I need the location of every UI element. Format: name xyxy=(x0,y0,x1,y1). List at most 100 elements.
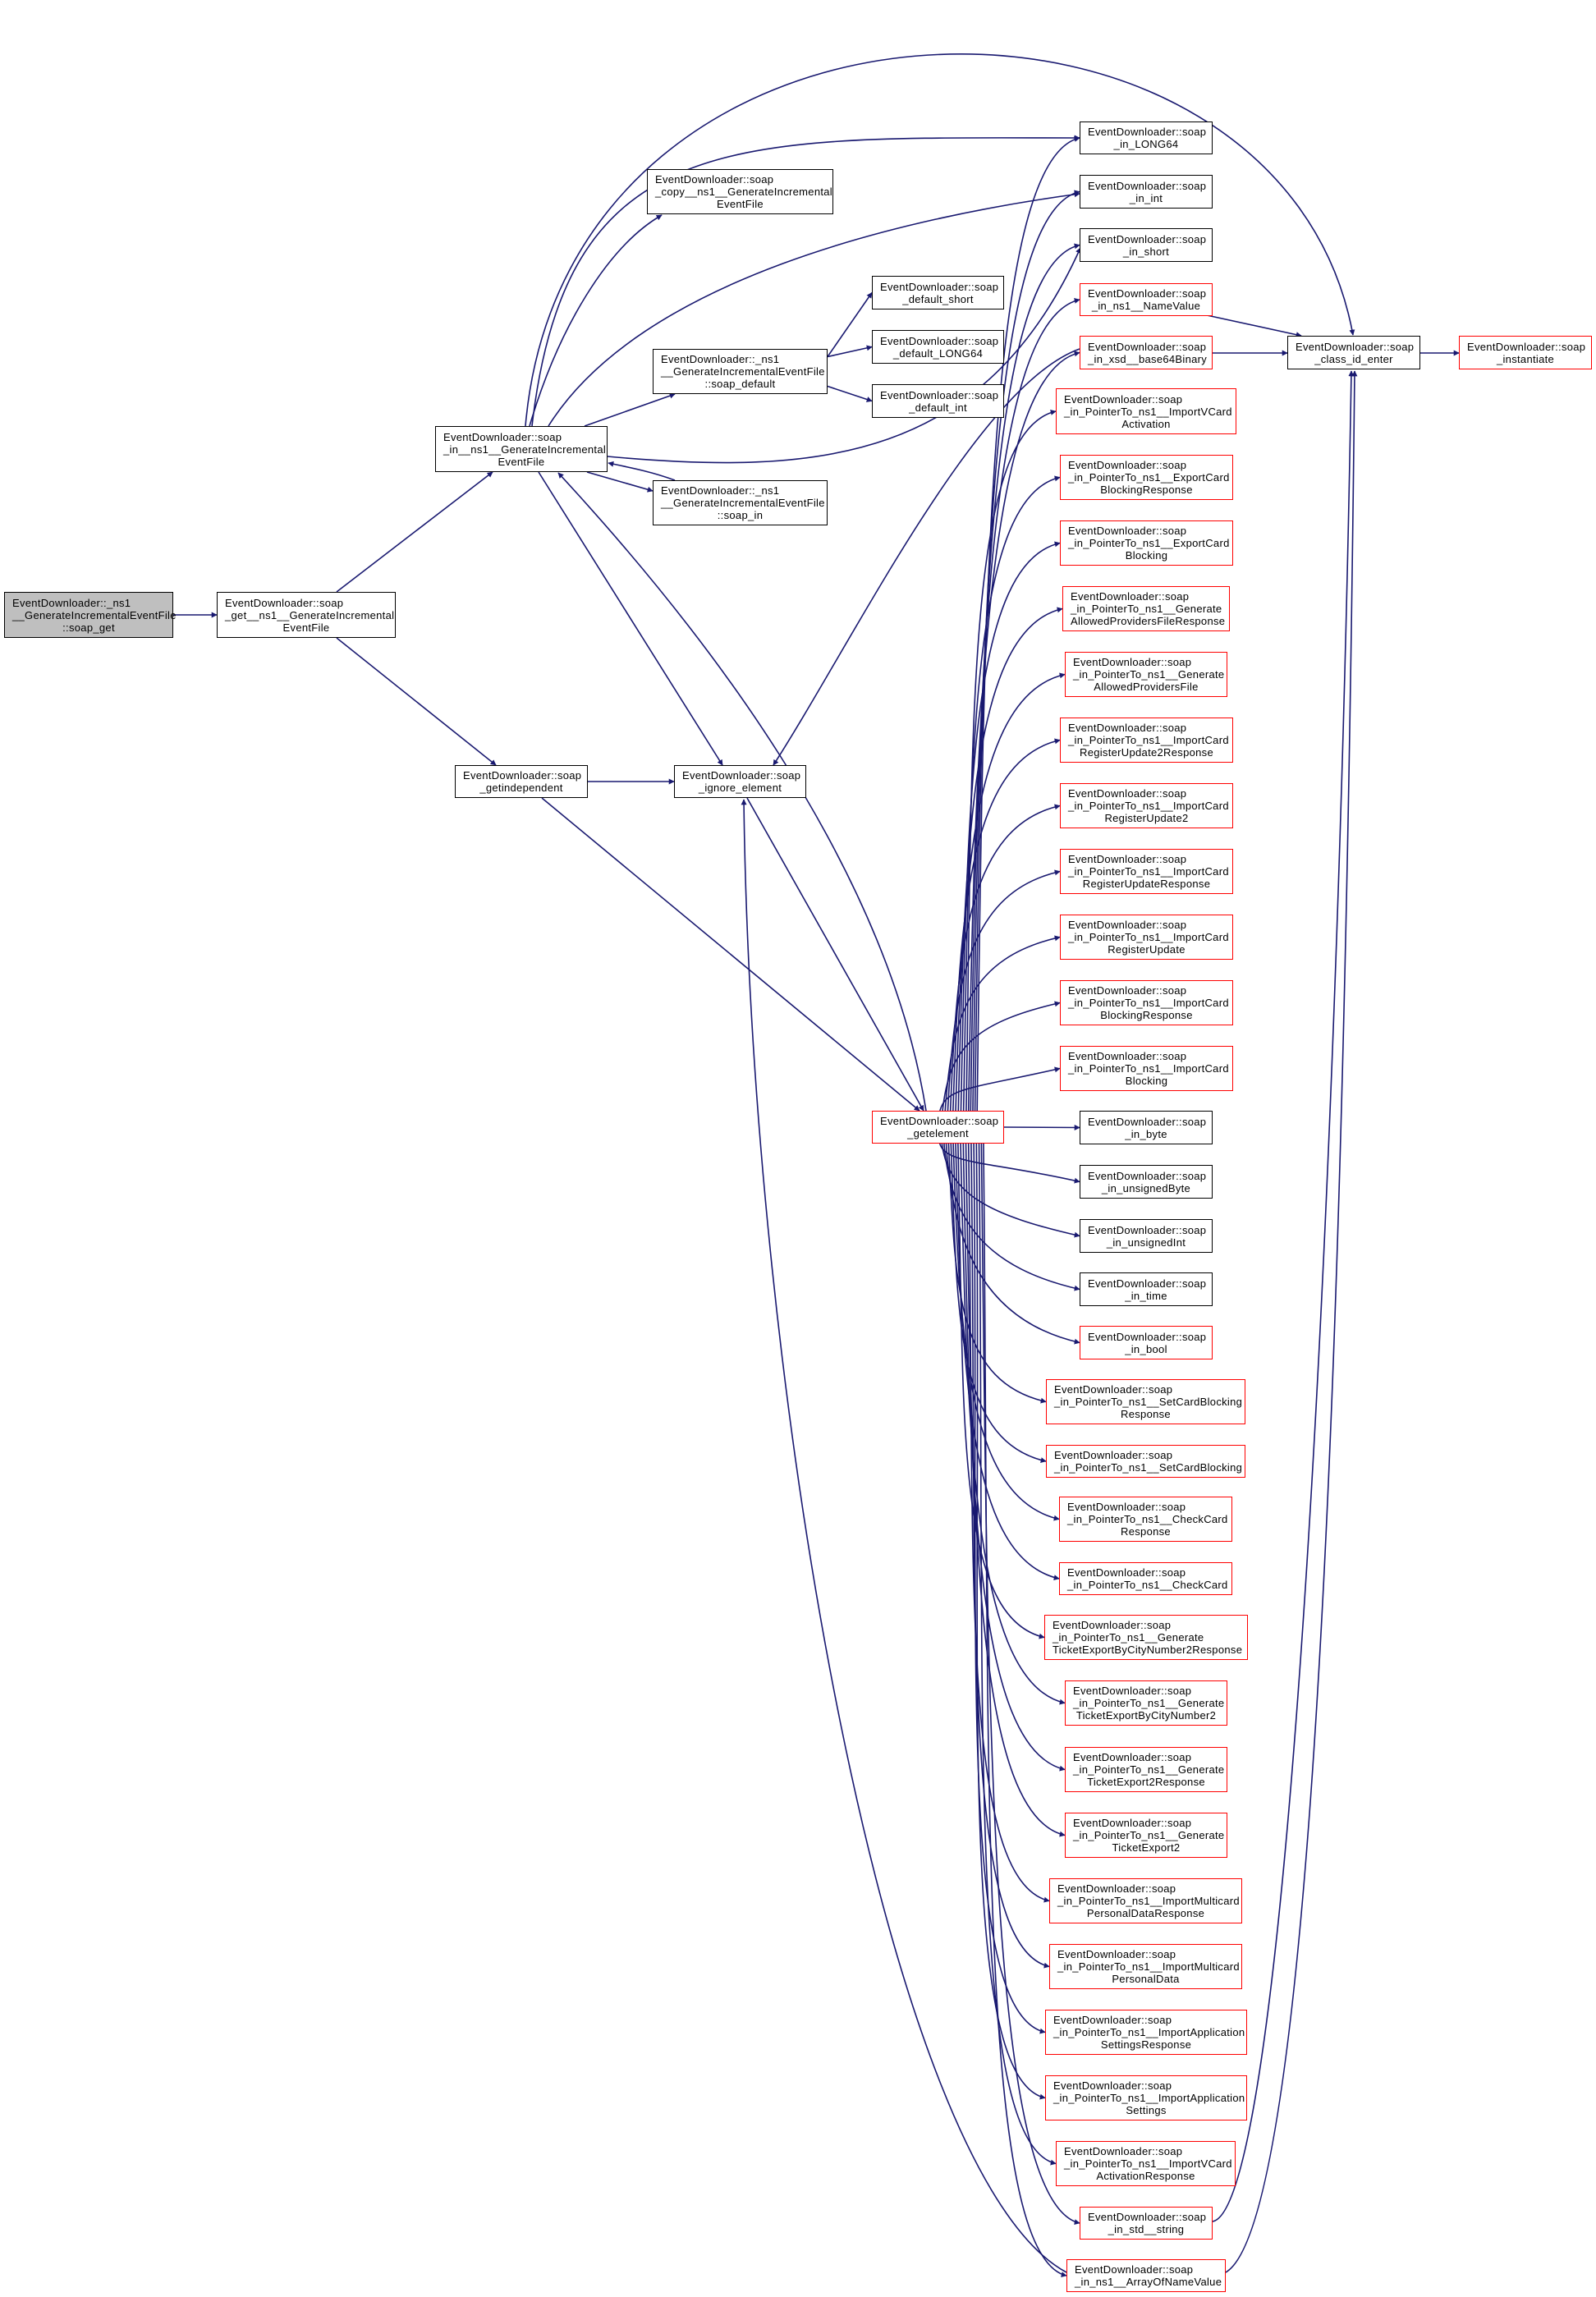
graph-node-arr[interactable]: EventDownloader::soap_in_ns1__ArrayOfNam… xyxy=(1066,2259,1226,2292)
node-label-line: EventDownloader::soap xyxy=(1088,2211,1207,2223)
graph-node-byte[interactable]: EventDownloader::soap_in_byte xyxy=(1080,1111,1213,1144)
node-label-line: _in_PointerTo_ns1__ImportMulticard xyxy=(1057,1895,1240,1907)
node-label-line: EventDownloader::soap xyxy=(443,430,562,443)
node-label-line: AllowedProvidersFileResponse xyxy=(1071,615,1226,627)
node-label-line: _in_PointerTo_ns1__ImportCard xyxy=(1068,931,1229,943)
graph-node-int[interactable]: EventDownloader::soap_in_int xyxy=(1080,175,1213,209)
graph-node-icbr[interactable]: EventDownloader::soap_in_PointerTo_ns1__… xyxy=(1060,980,1233,1025)
graph-node-nsin[interactable]: EventDownloader::_ns1__GenerateIncrement… xyxy=(653,480,828,525)
graph-node-ecbr[interactable]: EventDownloader::soap_in_PointerTo_ns1__… xyxy=(1060,455,1233,500)
graph-node-gapfr[interactable]: EventDownloader::soap_in_PointerTo_ns1__… xyxy=(1062,586,1230,631)
graph-node-tebr[interactable]: EventDownloader::soap_in_PointerTo_ns1__… xyxy=(1044,1615,1248,1660)
node-label-line: Response xyxy=(1121,1525,1171,1538)
node-label-line: EventDownloader::soap xyxy=(1068,919,1187,931)
node-label-line: EventDownloader::soap xyxy=(1068,853,1187,865)
node-label-line: EventDownloader::soap xyxy=(1068,1050,1187,1062)
node-label-line: _in_byte xyxy=(1125,1127,1167,1140)
node-label-line: _in_PointerTo_ns1__ImportCard xyxy=(1068,734,1229,746)
edge-get-to-in_gief xyxy=(336,471,493,593)
graph-node-cid[interactable]: EventDownloader::soap_class_id_enter xyxy=(1287,336,1420,369)
graph-node-mpd[interactable]: EventDownloader::soap_in_PointerTo_ns1__… xyxy=(1049,1944,1242,1989)
edge-getel-to-mpd xyxy=(970,1143,1050,1969)
edge-indep-to-getel xyxy=(541,797,920,1112)
graph-node-scb[interactable]: EventDownloader::soap_in_PointerTo_ns1__… xyxy=(1046,1445,1245,1478)
node-label-line: EventDownloader::soap xyxy=(1053,1619,1172,1631)
graph-node-inst[interactable]: EventDownloader::soap_instantiate xyxy=(1459,336,1592,369)
node-label-line: TicketExportByCityNumber2 xyxy=(1075,1709,1217,1722)
graph-node-in_gief[interactable]: EventDownloader::soap_in__ns1__GenerateI… xyxy=(435,426,608,472)
node-label-line: EventDownloader::soap xyxy=(1088,126,1207,138)
graph-node-copy[interactable]: EventDownloader::soap_copy__ns1__Generat… xyxy=(647,169,833,214)
edge-str-to-cid xyxy=(1212,370,1355,2222)
graph-node-dint[interactable]: EventDownloader::soap_default_int xyxy=(872,384,1004,418)
node-label-line: EventDownloader::soap xyxy=(1088,179,1207,192)
graph-node-str[interactable]: EventDownloader::soap_in_std__string xyxy=(1080,2207,1213,2240)
edge-getel-to-ias xyxy=(975,1143,1046,2100)
graph-node-ccr[interactable]: EventDownloader::soap_in_PointerTo_ns1__… xyxy=(1059,1497,1232,1542)
graph-node-ru[interactable]: EventDownloader::soap_in_PointerTo_ns1__… xyxy=(1060,915,1233,960)
graph-node-long64[interactable]: EventDownloader::soap_in_LONG64 xyxy=(1080,121,1213,154)
graph-node-uint[interactable]: EventDownloader::soap_in_unsignedInt xyxy=(1080,1219,1213,1253)
graph-node-iasr[interactable]: EventDownloader::soap_in_PointerTo_ns1__… xyxy=(1045,2010,1247,2055)
node-label-line: EventDownloader::soap xyxy=(1088,232,1207,245)
graph-node-namevalue[interactable]: EventDownloader::soap_in_ns1__NameValue xyxy=(1080,283,1213,316)
graph-node-dlong[interactable]: EventDownloader::soap_default_LONG64 xyxy=(872,330,1004,364)
graph-node-icb[interactable]: EventDownloader::soap_in_PointerTo_ns1__… xyxy=(1060,1046,1233,1091)
node-label-line: _in_short xyxy=(1122,245,1170,258)
graph-node-te2[interactable]: EventDownloader::soap_in_PointerTo_ns1__… xyxy=(1065,1813,1227,1858)
graph-node-te2r[interactable]: EventDownloader::soap_in_PointerTo_ns1__… xyxy=(1065,1747,1227,1792)
node-label-line: _in_PointerTo_ns1__ImportCard xyxy=(1068,997,1229,1009)
graph-node-root[interactable]: EventDownloader::_ns1__GenerateIncrement… xyxy=(4,592,176,638)
node-label-line: ::soap_get xyxy=(62,621,115,634)
graph-node-base64[interactable]: EventDownloader::soap_in_xsd__base64Bina… xyxy=(1080,336,1213,369)
node-label-line: _in_unsignedByte xyxy=(1101,1181,1191,1194)
graph-node-get[interactable]: EventDownloader::soap_get__ns1__Generate… xyxy=(217,592,396,638)
edge-in_gief-to-int xyxy=(548,191,1080,427)
edge-getel-to-ru xyxy=(944,935,1061,1112)
graph-node-cc[interactable]: EventDownloader::soap_in_PointerTo_ns1__… xyxy=(1059,1562,1232,1595)
graph-node-short[interactable]: EventDownloader::soap_in_short xyxy=(1080,228,1213,262)
edge-arr-to-ignore xyxy=(741,799,1067,2273)
graph-node-ubyte[interactable]: EventDownloader::soap_in_unsignedByte xyxy=(1080,1165,1213,1199)
node-label-line: EventDownloader::soap xyxy=(1068,787,1187,800)
graph-node-time[interactable]: EventDownloader::soap_in_time xyxy=(1080,1272,1213,1306)
node-label-line: RegisterUpdate xyxy=(1108,943,1186,956)
node-label-line: _ignore_element xyxy=(698,782,782,794)
node-label-line: EventDownloader::soap xyxy=(1088,1169,1207,1182)
node-label-line: BlockingResponse xyxy=(1100,484,1193,496)
graph-node-indep[interactable]: EventDownloader::soap_getindependent xyxy=(455,765,588,798)
node-label-line: _in_PointerTo_ns1__ImportCard xyxy=(1068,865,1229,878)
node-label-line: _in_time xyxy=(1125,1289,1167,1302)
graph-node-rur[interactable]: EventDownloader::soap_in_PointerTo_ns1__… xyxy=(1060,849,1233,894)
node-label-line: _in_PointerTo_ns1__SetCardBlocking xyxy=(1054,1461,1243,1474)
graph-node-mpdr[interactable]: EventDownloader::soap_in_PointerTo_ns1__… xyxy=(1049,1878,1242,1923)
graph-node-ecb[interactable]: EventDownloader::soap_in_PointerTo_ns1__… xyxy=(1060,520,1233,566)
graph-node-dshort[interactable]: EventDownloader::soap_default_short xyxy=(872,276,1004,309)
graph-node-ias[interactable]: EventDownloader::soap_in_PointerTo_ns1__… xyxy=(1045,2075,1247,2120)
graph-node-ru2[interactable]: EventDownloader::soap_in_PointerTo_ns1__… xyxy=(1060,783,1233,828)
graph-node-ignore[interactable]: EventDownloader::soap_ignore_element xyxy=(674,765,806,798)
node-label-line: EventDownloader::soap xyxy=(1053,2014,1172,2026)
node-label-line: EventDownloader::soap xyxy=(463,769,582,782)
graph-node-default[interactable]: EventDownloader::_ns1__GenerateIncrement… xyxy=(653,349,828,394)
node-label-line: EventDownloader::soap xyxy=(1053,2079,1172,2092)
graph-node-vcard[interactable]: EventDownloader::soap_in_PointerTo_ns1__… xyxy=(1056,388,1236,434)
node-label-line: _in_PointerTo_ns1__Generate xyxy=(1073,1829,1225,1841)
node-label-line: EventDownloader::soap xyxy=(1071,590,1190,603)
node-label-line: EventDownloader::soap xyxy=(1467,340,1586,353)
edge-getel-to-icbr xyxy=(942,1001,1061,1112)
graph-node-bool[interactable]: EventDownloader::soap_in_bool xyxy=(1080,1326,1213,1359)
node-label-line: _in_PointerTo_ns1__ImportCard xyxy=(1068,1062,1229,1075)
node-label-line: ::soap_in xyxy=(717,509,764,521)
graph-node-getel[interactable]: EventDownloader::soap_getelement xyxy=(872,1111,1004,1144)
graph-node-vcar[interactable]: EventDownloader::soap_in_PointerTo_ns1__… xyxy=(1056,2141,1236,2186)
graph-node-gapf[interactable]: EventDownloader::soap_in_PointerTo_ns1__… xyxy=(1065,652,1227,697)
node-label-line: _get__ns1__GenerateIncremental xyxy=(225,608,395,621)
graph-node-ru2r[interactable]: EventDownloader::soap_in_PointerTo_ns1__… xyxy=(1060,718,1233,763)
node-label-line: EventDownloader::_ns1 xyxy=(661,484,780,497)
node-label-line: EventDownloader::soap xyxy=(880,280,999,293)
node-label-line: EventDownloader::soap xyxy=(1088,1115,1207,1128)
graph-node-scbr[interactable]: EventDownloader::soap_in_PointerTo_ns1__… xyxy=(1046,1379,1245,1424)
node-label-line: EventDownloader::soap xyxy=(880,334,999,347)
graph-node-teb[interactable]: EventDownloader::soap_in_PointerTo_ns1__… xyxy=(1065,1680,1227,1726)
